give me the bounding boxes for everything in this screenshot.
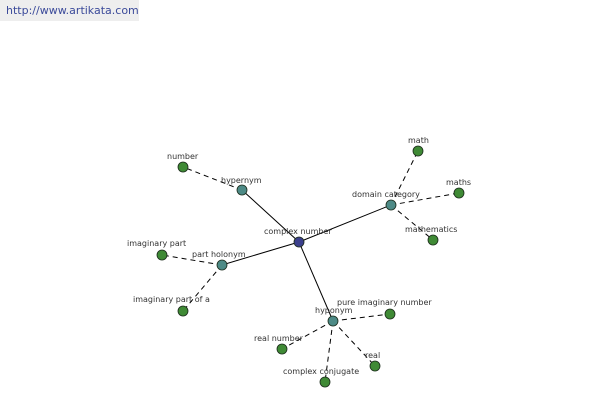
node-term-pure-imaginary-number[interactable] <box>384 308 396 320</box>
edges-layer <box>161 150 460 383</box>
edge-hyponym-to-real-number <box>281 320 334 350</box>
label-term-complex-conjugate: complex conjugate <box>283 367 359 376</box>
node-relation-domain-category[interactable] <box>385 199 397 211</box>
node-term-real[interactable] <box>369 360 381 372</box>
edge-root-to-part-holonym <box>221 241 300 266</box>
node-relation-hyponym[interactable] <box>327 315 339 327</box>
node-relation-hypernym[interactable] <box>236 184 248 196</box>
edge-hypernym-to-number <box>182 166 243 191</box>
edge-hyponym-to-complex-conjugate <box>324 320 334 383</box>
label-relation-hyponym: hyponym <box>315 306 353 315</box>
edge-root-to-domain-category <box>298 204 392 243</box>
edge-domain-category-to-mathematics <box>390 204 434 241</box>
node-term-imaginary-part[interactable] <box>156 249 168 261</box>
label-term-imaginary-part: imaginary part <box>127 239 186 248</box>
label-term-math: math <box>408 136 429 145</box>
nodes-layer <box>156 145 465 388</box>
edge-hyponym-to-pure-imaginary-number <box>332 313 391 322</box>
edge-root-to-hyponym <box>298 241 334 322</box>
edge-domain-category-to-math <box>390 150 419 206</box>
label-term-mathematics: mathematics <box>405 225 457 234</box>
label-term-maths: maths <box>446 178 471 187</box>
edge-hyponym-to-real <box>332 320 376 367</box>
label-relation-hypernym: hypernym <box>221 176 262 185</box>
node-term-imaginary-part-of-a[interactable] <box>177 305 189 317</box>
label-term-imaginary-part-of-a: imaginary part of a <box>133 295 210 304</box>
label-term-pure-imaginary-number: pure imaginary number <box>337 298 432 307</box>
node-term-math[interactable] <box>412 145 424 157</box>
node-term-mathematics[interactable] <box>427 234 439 246</box>
label-root: complex number <box>264 227 332 236</box>
node-root[interactable] <box>293 236 305 248</box>
label-term-real: real <box>365 351 380 360</box>
edge-domain-category-to-maths <box>390 192 460 206</box>
label-term-number: number <box>167 152 199 161</box>
node-term-real-number[interactable] <box>276 343 288 355</box>
node-relation-part-holonym[interactable] <box>216 259 228 271</box>
node-term-complex-conjugate[interactable] <box>319 376 331 388</box>
site-url[interactable]: http://www.artikata.com <box>0 0 139 21</box>
edge-part-holonym-to-imaginary-part <box>161 254 223 266</box>
label-term-real-number: real number <box>254 334 304 343</box>
edge-root-to-hypernym <box>241 189 300 243</box>
node-term-number[interactable] <box>177 161 189 173</box>
label-relation-part-holonym: part holonym <box>192 250 246 259</box>
edge-part-holonym-to-imaginary-part-of-a <box>182 264 223 312</box>
label-relation-domain-category: domain category <box>352 190 420 199</box>
node-term-maths[interactable] <box>453 187 465 199</box>
labels-layer: complex number hypernym number domain categ… <box>127 136 471 376</box>
